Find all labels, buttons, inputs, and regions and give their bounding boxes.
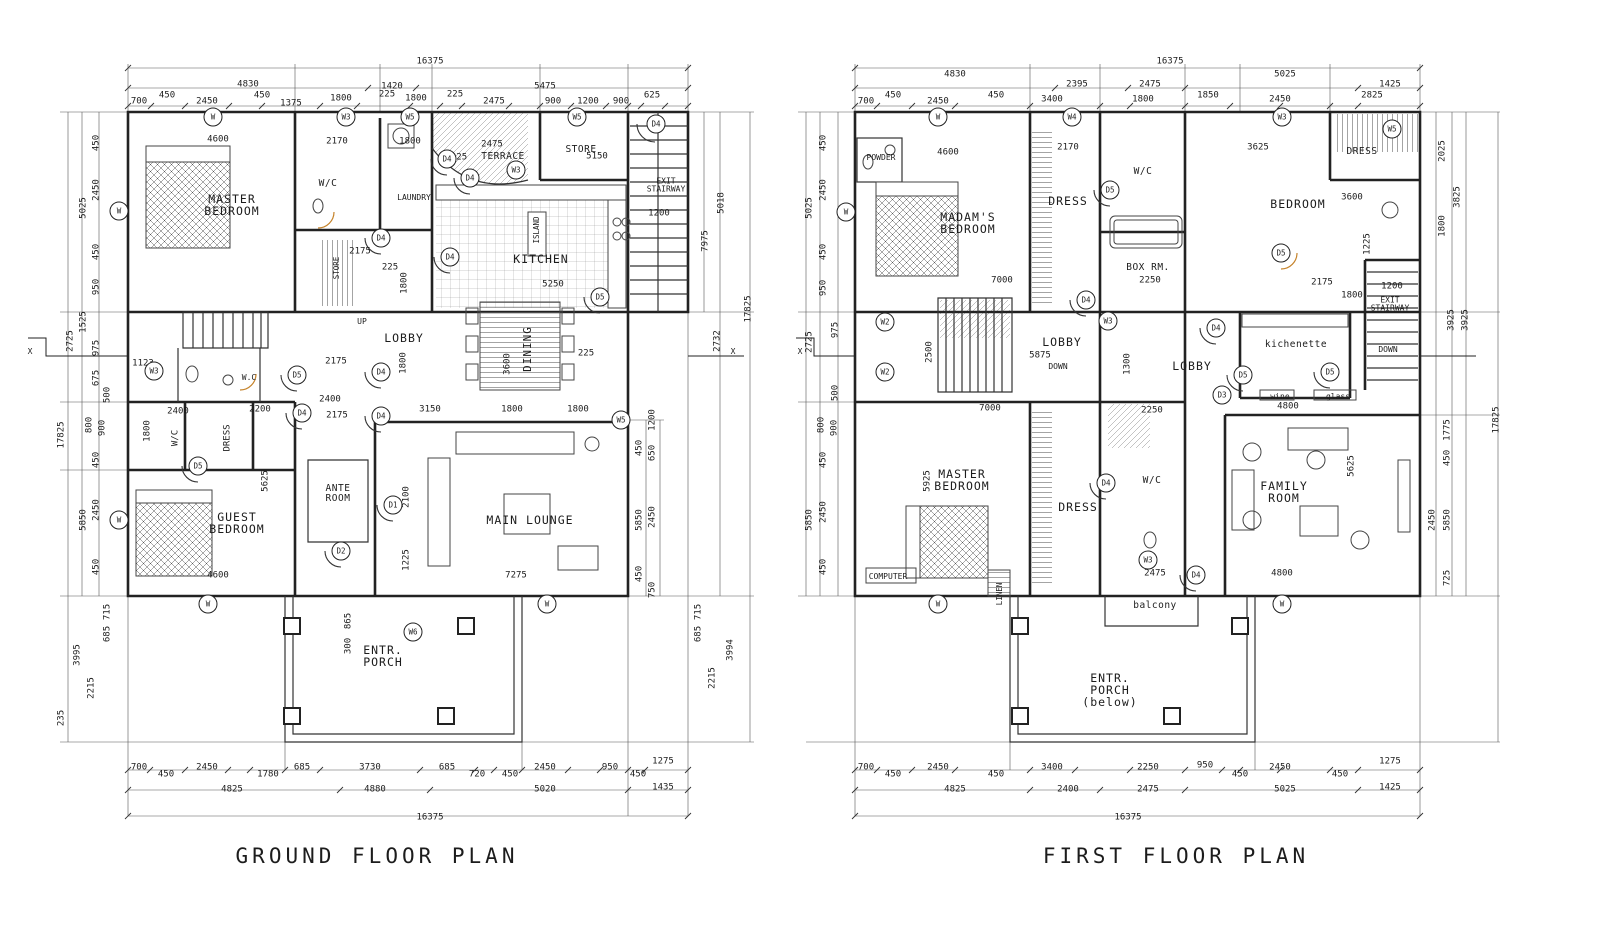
- ground-floor-door-swings-accent: [239, 211, 335, 391]
- ground-floor-furniture: [135, 123, 631, 577]
- first-floor-furniture: [862, 144, 1411, 597]
- first-floor-door-swings: [1069, 189, 1331, 592]
- first-floor-floor-hatching: [940, 114, 1418, 586]
- first-floor-section-marks: [796, 337, 1476, 357]
- ground-floor-section-marks: [28, 337, 744, 357]
- first-floor-porch-columns: [1011, 617, 1249, 725]
- ground-floor-door-swings: [181, 123, 656, 568]
- first-floor-door-swings-accent: [1280, 252, 1298, 270]
- first-floor-walls: [853, 110, 1422, 598]
- ground-floor-walls: [126, 110, 690, 598]
- ground-floor-porch-columns: [283, 617, 475, 725]
- ground-floor-dimension-ticks: [124, 64, 692, 820]
- first-floor-dimension-ticks: [851, 64, 1424, 820]
- ground-floor-floor-hatching: [318, 112, 608, 308]
- first-floor-partitions: [856, 137, 1418, 743]
